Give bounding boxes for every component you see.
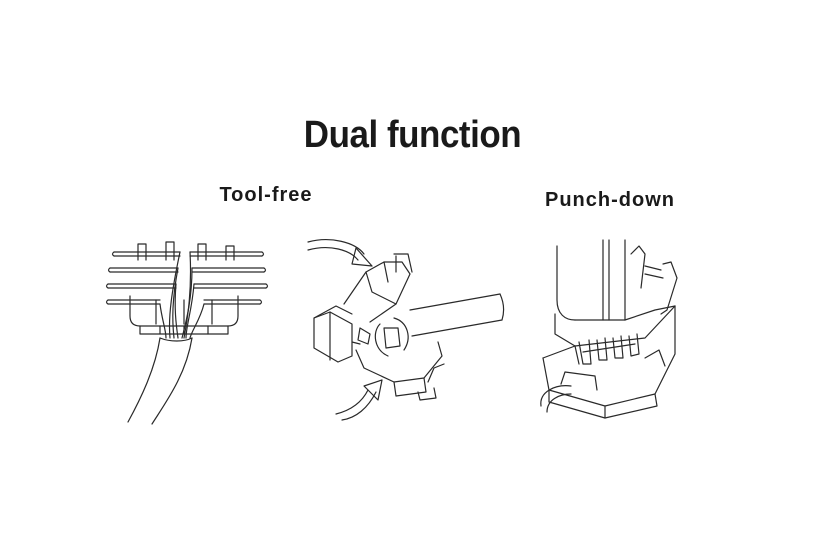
punch-down-label: Punch-down [545,189,675,211]
connector-closing-illustration-icon [300,232,505,427]
punch-down-illustration-icon [535,234,690,424]
tool-free-label: Tool-free [219,184,313,206]
wire-fan-illustration-icon [100,230,280,430]
page-title: Dual function [303,114,522,156]
